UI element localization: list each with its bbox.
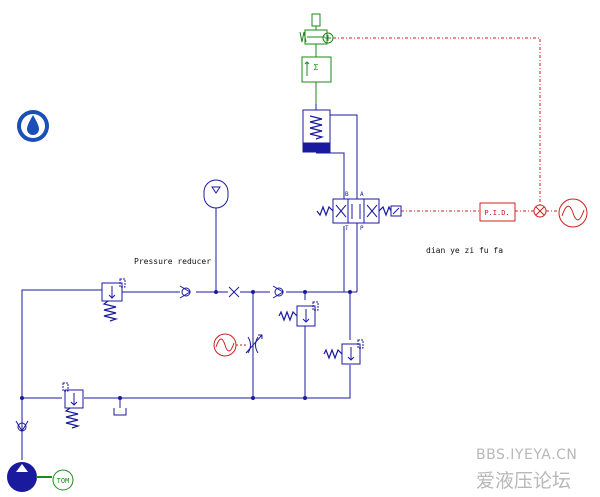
mechanical-components[interactable]: Σ (299, 13, 334, 104)
relief-valve-3[interactable] (62, 382, 84, 429)
tank-icon (113, 408, 127, 416)
relief-valve-2[interactable] (323, 339, 364, 365)
hydraulic-cylinder[interactable] (302, 104, 331, 153)
svg-text:Σ: Σ (314, 63, 319, 72)
pressure-reducer-label: Pressure reducer (134, 257, 212, 266)
svg-text:P.I.D.: P.I.D. (484, 209, 509, 217)
check-valve-2[interactable] (272, 285, 284, 299)
signal-source-throttle[interactable] (213, 333, 248, 357)
watermark-cn: 爱液压论坛 (476, 470, 572, 492)
svg-text:T: T (345, 225, 349, 232)
motor-icon[interactable]: TOM (52, 469, 74, 491)
pump-check-valve[interactable] (15, 420, 29, 432)
accumulator-icon[interactable] (203, 179, 229, 209)
summing-junction[interactable] (533, 204, 547, 218)
servo-valve-label: dian ye zi fu fa (426, 246, 504, 255)
svg-text:B: B (345, 191, 349, 198)
svg-text:TOM: TOM (57, 477, 70, 485)
pump-icon[interactable] (7, 462, 52, 492)
check-valve-1[interactable] (179, 285, 191, 299)
signal-source-setpoint[interactable] (558, 198, 588, 228)
watermark-url: BBS.IYEYA.CN (476, 447, 578, 463)
hydraulic-fluid-icon[interactable] (17, 110, 49, 142)
orifice[interactable] (228, 286, 240, 298)
variable-throttle[interactable] (245, 334, 263, 354)
pid-controller[interactable]: P.I.D. (479, 202, 516, 222)
svg-text:P: P (360, 225, 364, 232)
relief-valve-1[interactable] (278, 301, 319, 327)
pressure-reducer-valve[interactable] (101, 278, 126, 322)
servo-valve[interactable]: B A T P (316, 191, 402, 232)
junction-dots (20, 290, 352, 400)
control-signal-lines (333, 37, 560, 212)
svg-text:A: A (360, 191, 364, 198)
